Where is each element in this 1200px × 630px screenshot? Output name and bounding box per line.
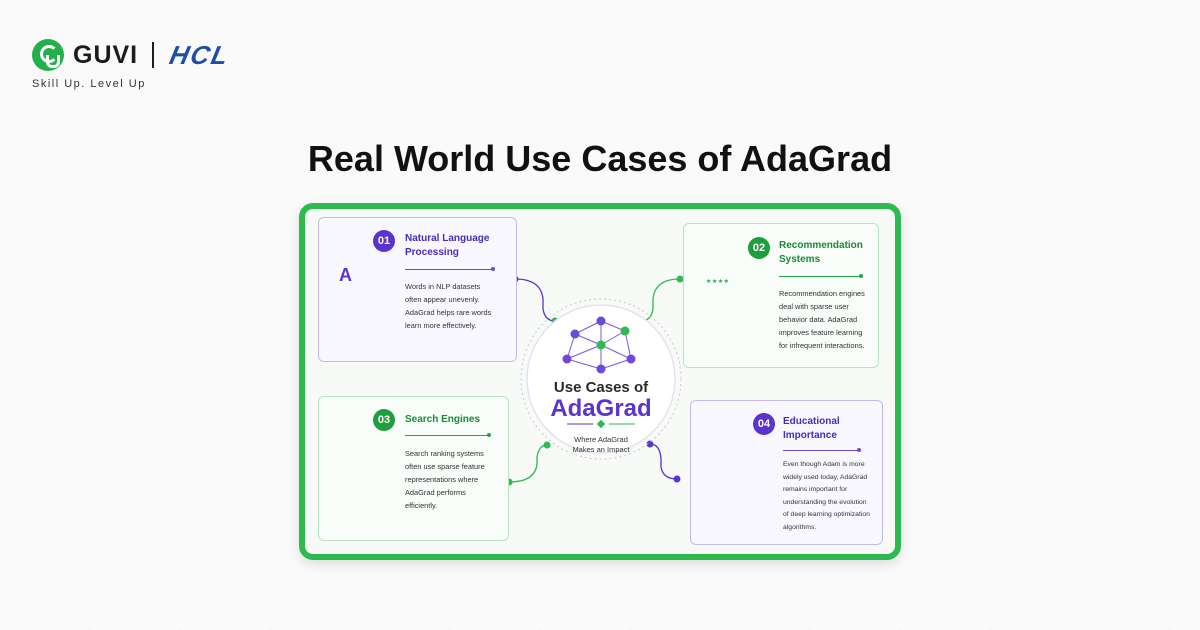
- card-description-line: often appear unevenly.: [405, 295, 480, 304]
- card-description-line: deal with sparse user: [779, 302, 849, 311]
- card-description-line: behavior data. AdaGrad: [779, 315, 858, 324]
- center-diamond-icon: [596, 419, 606, 429]
- card-recommendation: 02 Recommendation Systems Recommendation…: [683, 223, 879, 368]
- card-description-line: widely used today, AdaGrad: [783, 473, 868, 481]
- card-description-line: Words in NLP datasets: [405, 282, 481, 291]
- card-title-line: Educational: [783, 416, 840, 427]
- card-title: Recommendation Systems: [779, 239, 863, 267]
- card-description-line: representations where: [405, 475, 479, 484]
- connector-line-04: [649, 443, 678, 480]
- card-number-badge: 02: [748, 237, 770, 259]
- card-search-engines: 03 Search Engines Search ranking systems…: [318, 396, 509, 541]
- card-description-line: improves feature learning: [779, 328, 863, 337]
- card-description-line: efficiently.: [405, 501, 438, 510]
- card-description-line: AdaGrad performs: [405, 488, 466, 497]
- card-title: Search Engines: [405, 413, 480, 427]
- card-description-line: AdaGrad helps rare words: [405, 308, 492, 317]
- card-title-line: Systems: [779, 254, 821, 265]
- card-description-line: Even though Adam is more: [783, 461, 865, 468]
- card-description-line: for infrequent interactions.: [779, 341, 865, 350]
- center-subtitle-line1: Where AdaGrad: [574, 435, 628, 444]
- network-icon: [562, 316, 636, 374]
- card-divider: [405, 433, 491, 437]
- guvi-logo-icon: [32, 39, 64, 71]
- card-title: Educational Importance: [783, 415, 840, 443]
- card-title-line: Processing: [405, 247, 459, 258]
- card-description: Recommendation engines deal with sparse …: [779, 287, 879, 352]
- card-description-line: often use sparse feature: [405, 462, 485, 471]
- card-number-badge: 04: [753, 413, 775, 435]
- card-description-line: understanding the evolution: [783, 498, 867, 506]
- card-divider: [779, 274, 863, 278]
- card-description-line: remains important for: [783, 486, 848, 493]
- connector-dot: [646, 440, 654, 448]
- center-title-line2: AdaGrad: [550, 395, 652, 422]
- center-title-line1: Use Cases of: [553, 379, 649, 396]
- card-title-line: Importance: [783, 430, 837, 441]
- card-educational: 04 Educational Importance Even though Ad…: [690, 400, 883, 545]
- center-outer-ring: [520, 298, 682, 460]
- infographic-frame: 01 Natural Language Processing Words in …: [299, 203, 901, 560]
- connector-line-01: [514, 278, 556, 322]
- connector-dot: [673, 475, 681, 483]
- card-description-line: of deep learning optimization: [783, 511, 870, 518]
- card-description: Search ranking systems often use sparse …: [405, 447, 509, 512]
- center-label: Use Cases of AdaGrad Where AdaGrad Makes…: [527, 305, 675, 455]
- guvi-wordmark: GUVI: [73, 40, 139, 69]
- hcl-wordmark: HCL: [167, 39, 233, 70]
- card-description-line: Search ranking systems: [405, 449, 484, 458]
- connector-dot: [676, 275, 684, 283]
- card-divider: [405, 267, 495, 271]
- card-number-badge: 01: [373, 230, 395, 252]
- brand-divider: [152, 42, 155, 68]
- card-nlp: 01 Natural Language Processing Words in …: [318, 217, 517, 362]
- card-title-line: Recommendation: [779, 240, 863, 251]
- card-title-line: Search Engines: [405, 414, 481, 425]
- brand-header: GUVI HCL Skill Up. Level Up: [32, 38, 322, 98]
- center-circle: [526, 304, 676, 454]
- brand-tagline: Skill Up. Level Up: [32, 78, 146, 90]
- card-number-badge: 03: [373, 409, 395, 431]
- card-description-line: algorithms.: [783, 523, 817, 531]
- card-title-line: Natural Language: [405, 233, 490, 244]
- card-description-line: Recommendation engines: [779, 289, 865, 298]
- connector-dot: [543, 441, 551, 449]
- card-description: Words in NLP datasets often appear uneve…: [405, 280, 515, 332]
- center-subtitle-line2: Makes an Impact: [572, 445, 630, 454]
- rating-stars-icon: ★★★★: [706, 279, 730, 285]
- card-description: Even though Adam is more widely used tod…: [783, 459, 883, 534]
- connector-line-03: [508, 444, 548, 483]
- card-description-line: learn more effectively.: [405, 321, 477, 330]
- page-title: Real World Use Cases of AdaGrad: [307, 138, 893, 179]
- card-divider: [783, 448, 861, 452]
- document-letter: A: [339, 265, 352, 285]
- card-title: Natural Language Processing: [405, 232, 489, 260]
